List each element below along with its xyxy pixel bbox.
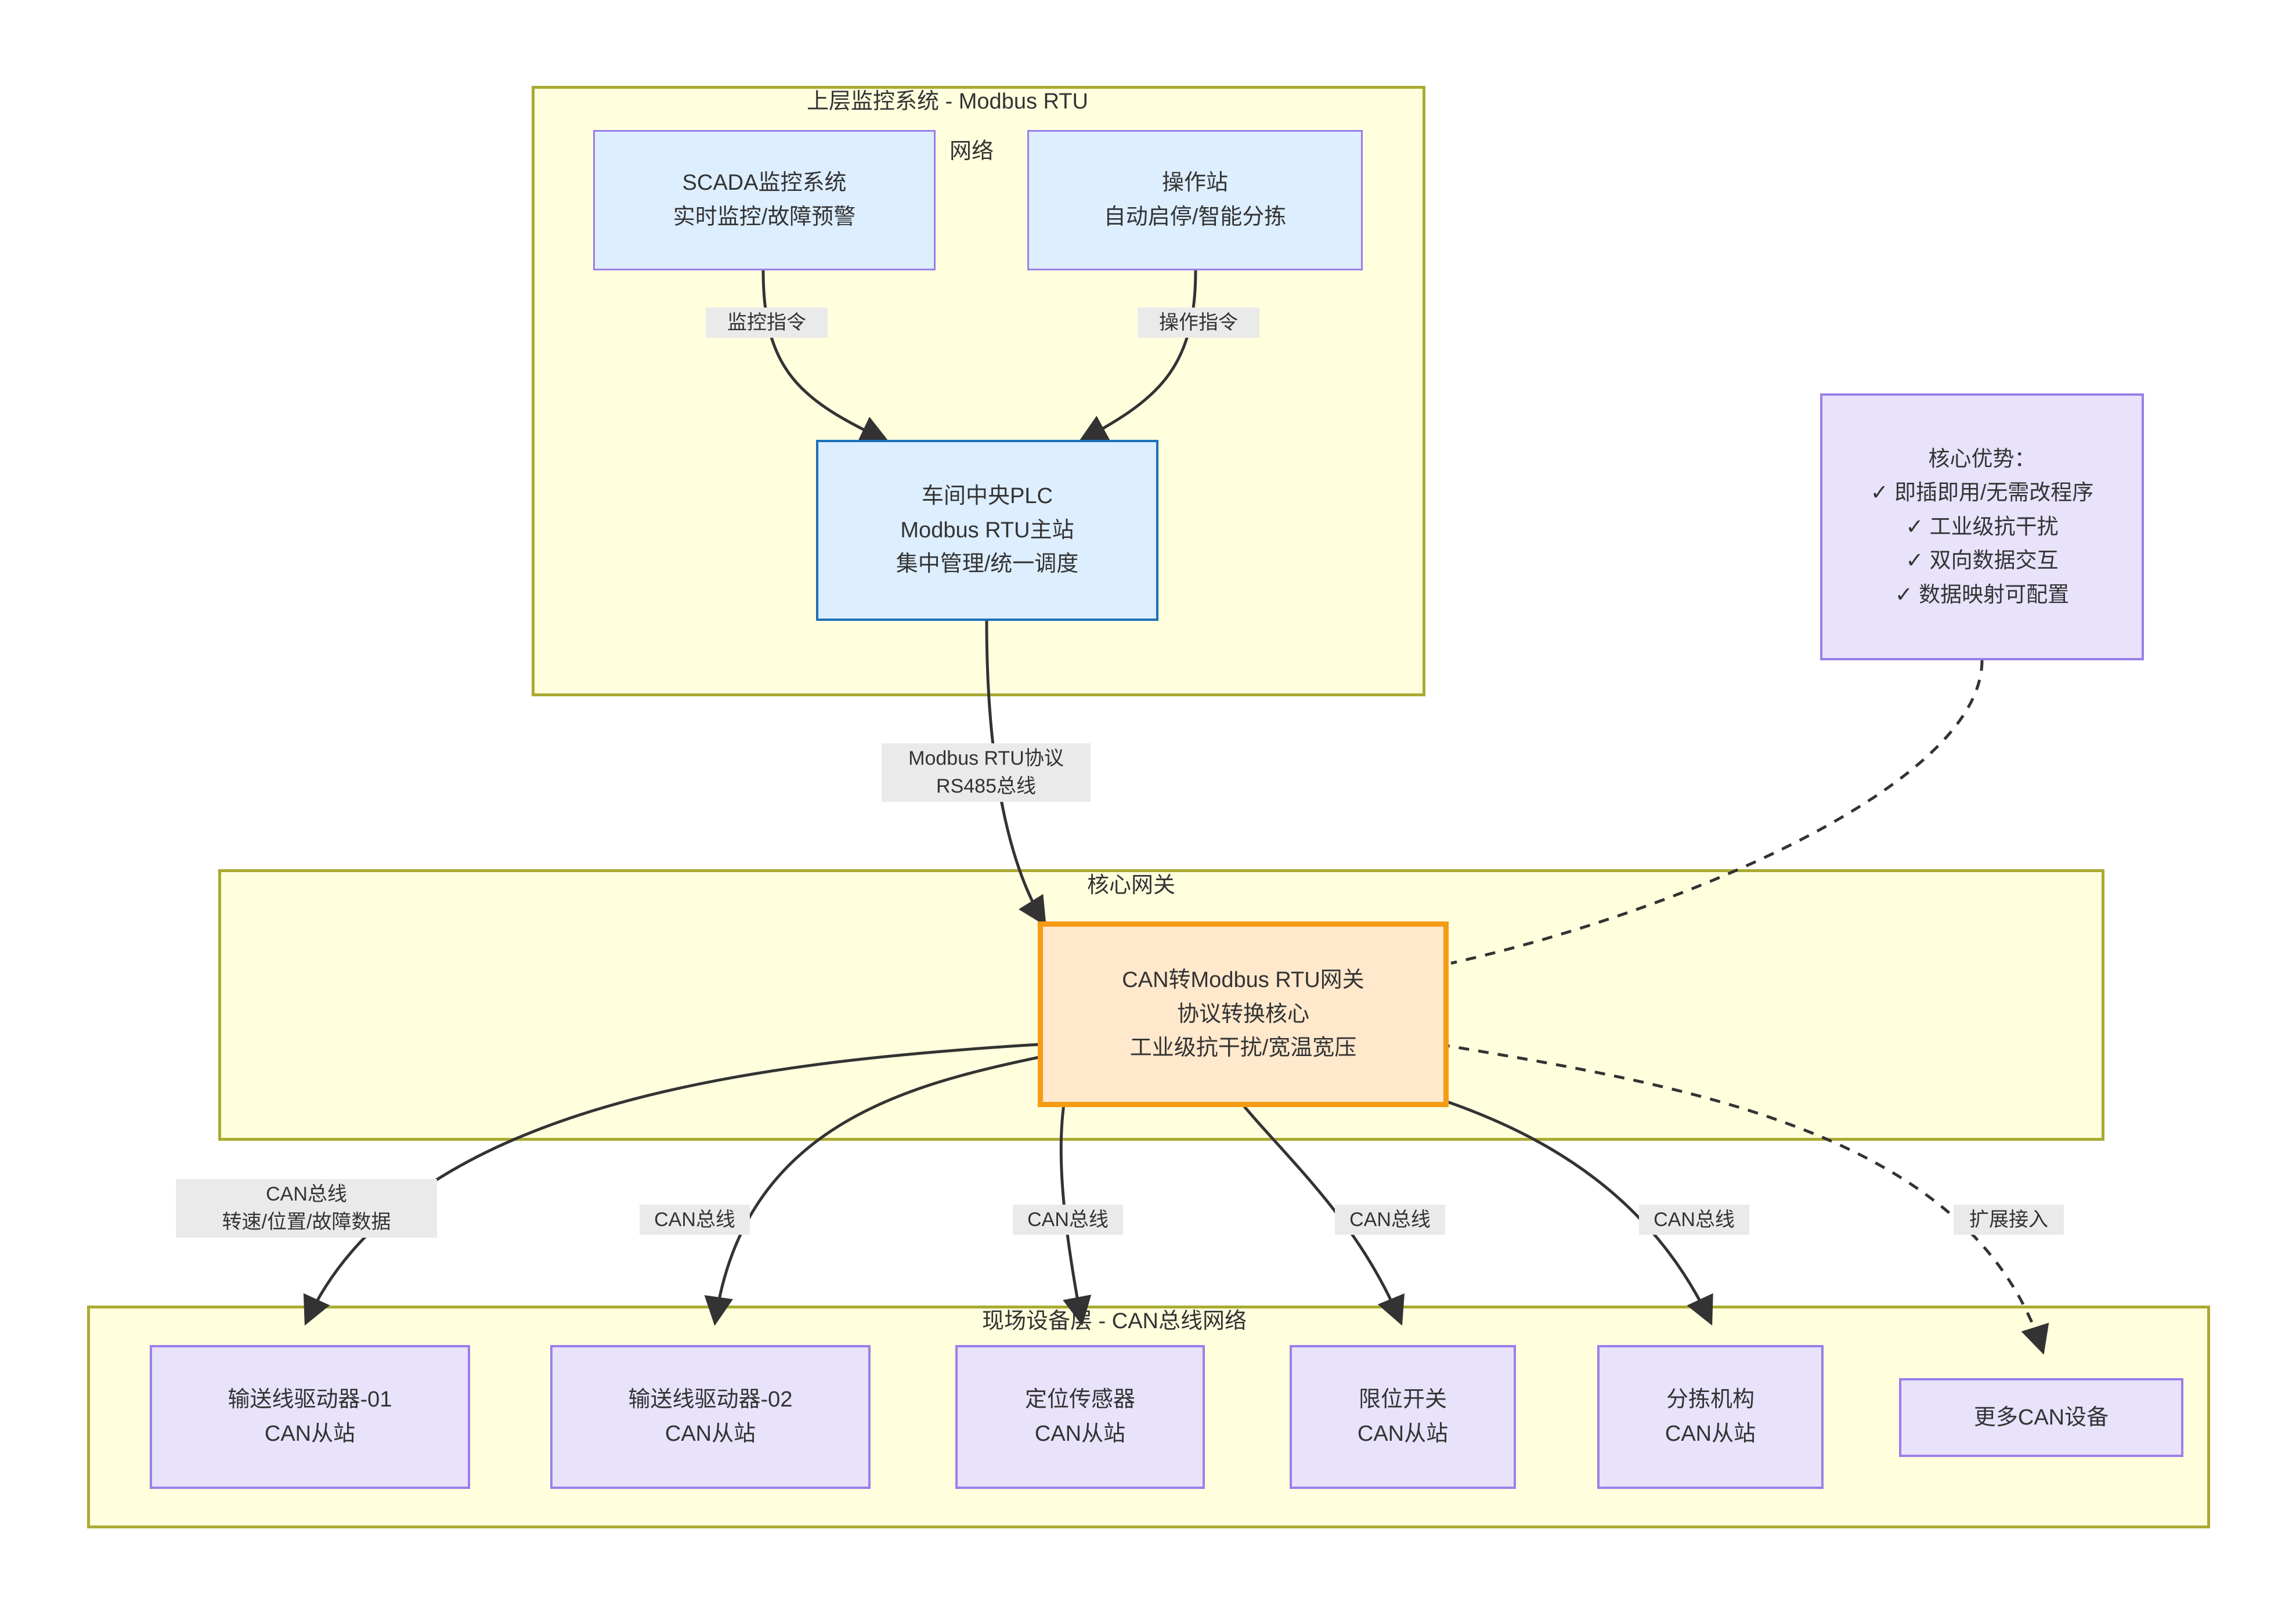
edge-label-can-bus-2: CAN总线: [640, 1205, 750, 1235]
node-line: CAN从站: [665, 1422, 756, 1446]
edge-label-line: 转速/位置/故障数据: [222, 1211, 391, 1234]
cluster-title-gateway-layer: 核心网关: [1087, 873, 1176, 898]
node-line: CAN从站: [1034, 1422, 1126, 1446]
node-line: CAN从站: [264, 1422, 356, 1446]
node-line: 操作站: [1161, 171, 1228, 196]
edge-label-modbus-rs485: Modbus RTU协议 RS485总线: [882, 743, 1091, 802]
edge-label-line: RS485总线: [936, 775, 1036, 798]
node-line: 集中管理/统一调度: [896, 552, 1079, 577]
node-line: 输送线驱动器-01: [228, 1387, 392, 1412]
node-operator-station[interactable]: 操作站 自动启停/智能分拣: [1027, 130, 1363, 270]
edge-label-line: 监控指令: [727, 312, 806, 334]
node-line: 车间中央PLC: [922, 483, 1053, 508]
node-line: 实时监控/故障预警: [673, 205, 856, 229]
node-core-advantages[interactable]: 核心优势： ✓ 即插即用/无需改程序 ✓ 工业级抗干扰 ✓ 双向数据交互 ✓ 数…: [1820, 393, 2144, 660]
edge-label-can-bus-1: CAN总线 转速/位置/故障数据: [176, 1179, 437, 1238]
node-line: 更多CAN设备: [1973, 1405, 2109, 1430]
network-label: 网络: [950, 139, 994, 164]
edge-label-line: 扩展接入: [1969, 1209, 2048, 1231]
edge-label-line: CAN总线: [654, 1209, 735, 1231]
node-can-to-modbus-gateway[interactable]: CAN转Modbus RTU网关 协议转换核心 工业级抗干扰/宽温宽压: [1038, 921, 1449, 1107]
edge-label-line: CAN总线: [1349, 1209, 1431, 1231]
node-line: 自动启停/智能分拣: [1103, 205, 1287, 229]
node-line: 协议转换核心: [1176, 1002, 1309, 1026]
cluster-title-field-layer: 现场设备层 - CAN总线网络: [982, 1309, 1247, 1333]
node-line: 工业级抗干扰/宽温宽压: [1129, 1036, 1357, 1061]
advantages-heading: 核心优势：: [1928, 446, 2036, 471]
advantage-item: ✓ 工业级抗干扰: [1905, 514, 2059, 538]
node-workshop-central-plc[interactable]: 车间中央PLC Modbus RTU主站 集中管理/统一调度: [816, 440, 1158, 621]
advantage-item: ✓ 数据映射可配置: [1894, 582, 2070, 606]
node-line: CAN转Modbus RTU网关: [1122, 967, 1364, 992]
edge-label-can-bus-3: CAN总线: [1013, 1205, 1123, 1235]
node-more-can-devices[interactable]: 更多CAN设备: [1899, 1378, 2183, 1457]
node-scada-monitoring-system[interactable]: SCADA监控系统 实时监控/故障预警: [593, 130, 936, 270]
edge-label-line: 操作指令: [1159, 312, 1238, 334]
node-line: 定位传感器: [1024, 1387, 1135, 1412]
advantage-item: ✓ 双向数据交互: [1905, 548, 2059, 573]
edge-label-can-bus-4: CAN总线: [1335, 1205, 1445, 1235]
node-line: SCADA监控系统: [682, 171, 847, 196]
node-line: CAN从站: [1665, 1422, 1756, 1446]
edge-label-operate-command: 操作指令: [1138, 308, 1259, 338]
edge-label-can-bus-5: CAN总线: [1639, 1205, 1749, 1235]
edge-label-line: Modbus RTU协议: [908, 747, 1064, 769]
edge-label-line: CAN总线: [266, 1183, 347, 1205]
node-conveyor-driver-02[interactable]: 输送线驱动器-02 CAN从站: [550, 1345, 871, 1489]
edge-label-line: CAN总线: [1027, 1209, 1109, 1231]
cluster-title-scada-layer: 上层监控系统 - Modbus RTU: [807, 89, 1088, 114]
edge-label-expansion-access: 扩展接入: [1954, 1205, 2064, 1235]
node-line: 分拣机构: [1666, 1387, 1755, 1412]
edge-label-monitor-command: 监控指令: [706, 308, 828, 338]
node-line: 限位开关: [1358, 1387, 1447, 1412]
node-sorting-mechanism[interactable]: 分拣机构 CAN从站: [1597, 1345, 1824, 1489]
node-line: CAN从站: [1357, 1422, 1449, 1446]
edge-label-line: CAN总线: [1654, 1209, 1735, 1231]
advantage-item: ✓ 即插即用/无需改程序: [1870, 480, 2094, 505]
node-limit-switch[interactable]: 限位开关 CAN从站: [1290, 1345, 1516, 1489]
node-line: Modbus RTU主站: [900, 518, 1074, 543]
node-conveyor-driver-01[interactable]: 输送线驱动器-01 CAN从站: [150, 1345, 470, 1489]
node-line: 输送线驱动器-02: [628, 1387, 793, 1412]
node-position-sensor[interactable]: 定位传感器 CAN从站: [955, 1345, 1205, 1489]
